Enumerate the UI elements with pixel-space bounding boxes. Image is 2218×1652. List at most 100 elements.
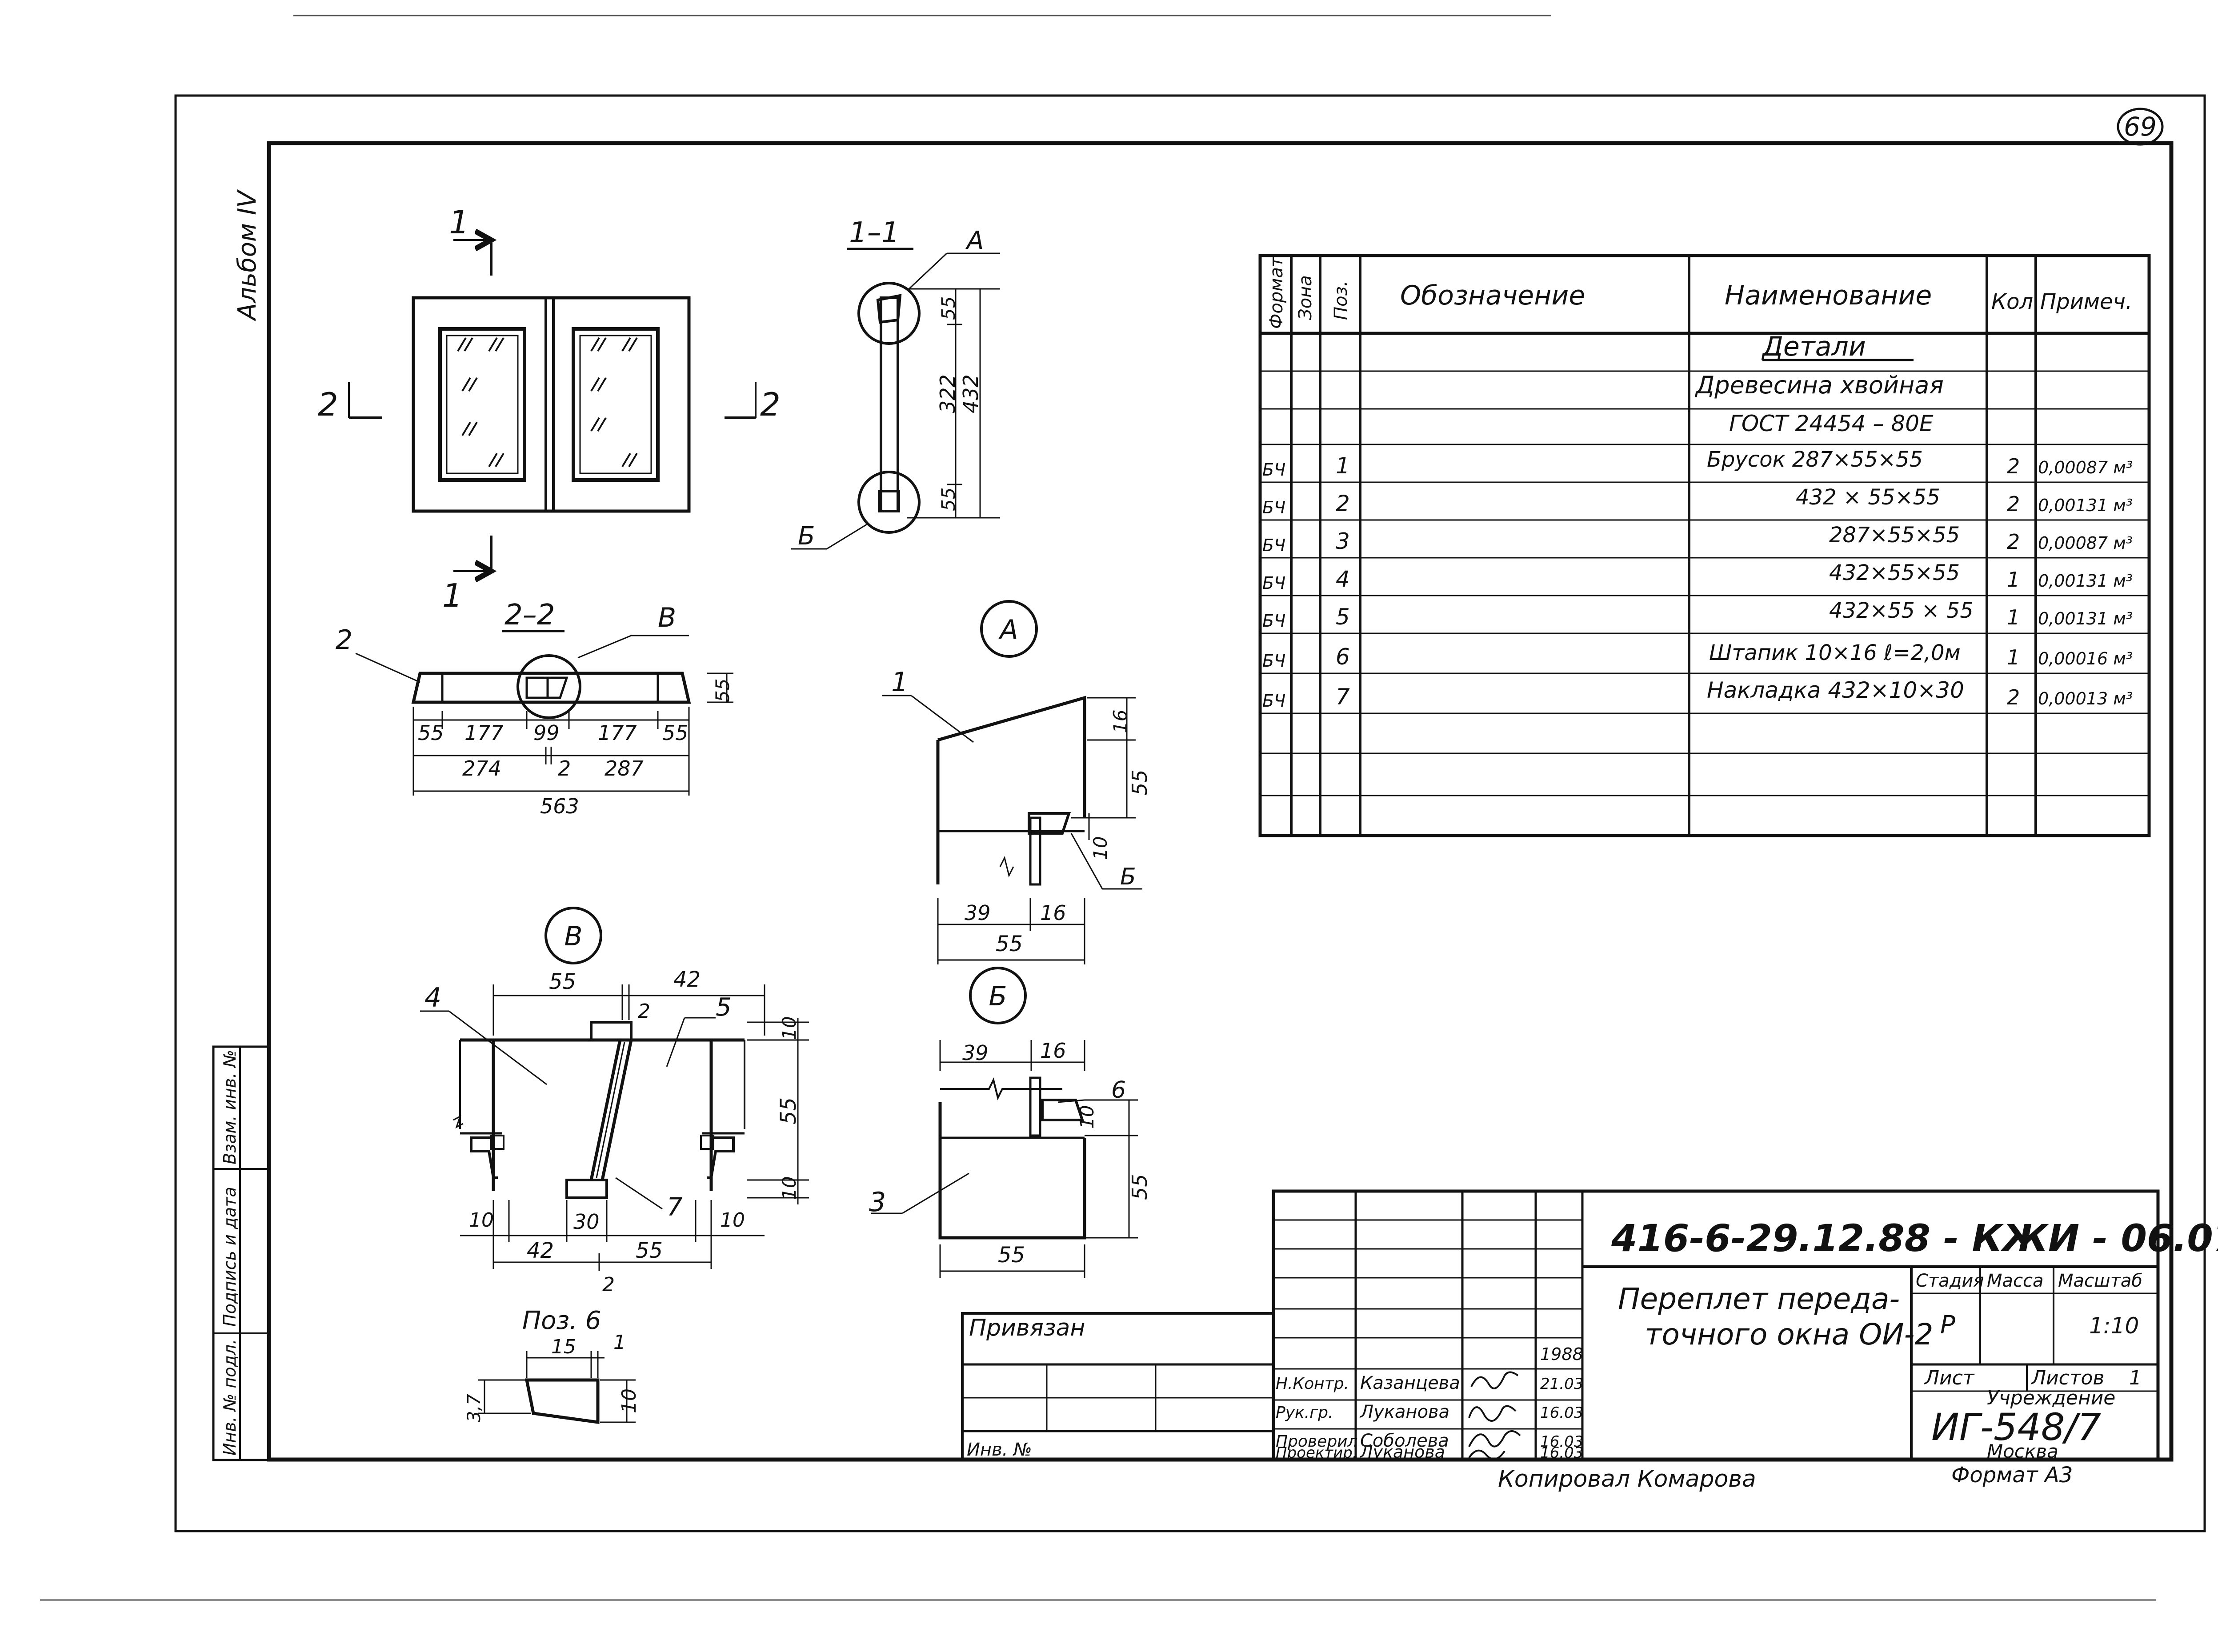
section-1-1: 1–1 [791,216,1000,550]
spec-row: БЧ 1 Брусок 287×55×55 2 0,00087 м³ [1262,447,2133,480]
detail-v-dim-10a: 10 [778,1016,800,1040]
title-block-sheets: 1 [2129,1367,2142,1389]
section-2-2-dim-r1-3: 177 [598,721,637,745]
title-block-year: 1988 [1540,1344,1583,1364]
section-2-2-callout-v: В [658,602,676,633]
signature-4 [1468,1449,1505,1460]
signer-2-role: Рук.гр. [1276,1404,1333,1422]
spec-row-1-name: Брусок 287×55×55 [1707,447,1923,472]
page-number-circle [2117,108,2164,146]
copied-by: Копировал Комарова [1498,1466,1756,1492]
detail-v-dim-55: 55 [549,969,576,994]
detail-a-pos-b: Б [1120,864,1136,890]
spec-row-2-name: 432 × 55×55 [1796,485,1940,510]
spec-row-3-qty: 2 [2007,530,2020,554]
detail-a-label: А [998,614,1018,645]
spec-row-3-pos: 3 [1336,528,1350,554]
spec-table-grid [1258,254,2151,837]
signer-3-date: 16.03 [1540,1433,1583,1451]
pos-6-detail [478,1351,636,1424]
section-2-2-dim-total: 563 [540,794,579,818]
signer-2-name: Луканова [1359,1402,1449,1422]
detail-a-pos-1: 1 [891,667,908,698]
outer-frame [174,94,2206,1532]
spec-row: БЧ 3 287×55×55 2 0,00087 м³ [1262,523,2133,555]
section-2-2-title: 2–2 [504,599,555,632]
detail-a-dim-16b: 16 [1040,901,1066,925]
detail-a-dim-55: 55 [1128,769,1152,796]
pos-6-title: Поз. 6 [522,1306,601,1335]
title-block-scale-label: Масштаб [2058,1271,2142,1291]
spec-row-6-pos: 6 [1336,644,1350,670]
spec-row-3-name: 287×55×55 [1829,523,1960,548]
spec-row-4-note: 0,00131 м³ [2038,571,2133,591]
section-2-2 [355,630,733,796]
spec-row-7-format: БЧ [1262,691,1285,711]
album-label: Альбом IV [233,189,262,321]
detail-v-pos-2: 2 [638,1000,650,1023]
detail-b-dim-16: 16 [1040,1039,1066,1063]
signature-1 [1470,1371,1519,1389]
detail-v-pos-4: 4 [424,982,441,1013]
paper-format: Формат А3 [1951,1463,2073,1488]
spec-row: БЧ 2 432 × 55×55 2 0,00131 м³ [1262,485,2133,517]
signature-3 [1468,1430,1521,1448]
detail-v-dim-2b: 2 [602,1273,615,1296]
section-1-1-callout-a: А [965,226,984,255]
detail-v [420,907,809,1271]
spec-row-2-format: БЧ [1262,498,1285,517]
side-stamp-replace: Взам. инв. № [220,1050,240,1164]
spec-row-7-pos: 7 [1336,684,1350,710]
title-block-org: ИГ-548/7 [1931,1405,2101,1449]
signer-4-name: Луканова [1359,1442,1445,1462]
signer-3-role: Проверил [1276,1432,1358,1451]
spec-header-designation: Обозначение [1400,280,1585,311]
spec-header-zone: Зона [1295,275,1316,320]
cut-1-bottom-label: 1 [442,577,463,614]
spec-row-6-qty: 1 [2007,645,2020,669]
spec-row-7-name: Накладка 432×10×30 [1707,677,1964,703]
spec-row-1-qty: 2 [2007,454,2020,478]
detail-v-dim-55v: 55 [776,1097,801,1124]
spec-row: БЧ 6 Штапик 10×16 ℓ=2,0м 1 0,00016 м³ [1262,640,2133,671]
spec-row-5-note: 0,00131 м³ [2038,609,2133,628]
spec-material-1: Древесина хвойная [1695,371,1944,399]
detail-v-dim-10d: 10 [720,1209,745,1232]
title-block-stage: Р [1940,1311,1955,1340]
signer-1-role: Н.Контр. [1276,1375,1349,1393]
section-1-1-dim-mid: 322 [936,374,960,413]
spec-row-1-pos: 1 [1336,453,1350,479]
spec-row-5-pos: 5 [1336,604,1350,630]
spec-section-title: Детали [1761,331,1866,362]
detail-b-dim-55: 55 [1128,1174,1152,1200]
spec-row-3-note: 0,00087 м³ [2038,533,2133,553]
section-1-1-dim-total: 432 [959,374,983,413]
spec-row: БЧ 4 432×55×55 1 0,00131 м³ [1262,560,2133,593]
side-stamp-inv: Инв. № подл. [220,1339,240,1456]
spec-row: БЧ 7 Накладка 432×10×30 2 0,00013 м³ [1262,677,2133,711]
spec-row-2-note: 0,00131 м³ [2038,496,2133,515]
spec-row-5-qty: 1 [2007,605,2020,629]
pos-6-dim-15: 15 [551,1336,576,1358]
title-block-scale: 1:10 [2089,1313,2139,1339]
spec-header-note: Примеч. [2040,289,2132,314]
spec-row-7-note: 0,00013 м³ [2038,689,2133,708]
section-2-2-dim-height: 55 [712,679,733,702]
signer-4-role: Проектир. [1276,1444,1357,1462]
detail-v-dim-10c: 10 [469,1209,494,1232]
detail-v-label: В [564,921,582,952]
signer-row: Н.Контр. Казанцева 21.03 [1276,1371,1583,1393]
spec-row-2-qty: 2 [2007,492,2020,516]
section-2-2-dim-r1-0: 55 [418,721,444,745]
detail-b-dim-39: 39 [962,1041,989,1065]
section-1-1-title: 1–1 [849,216,899,249]
cut-1-top-label: 1 [449,204,469,241]
spec-row-7-qty: 2 [2007,685,2020,709]
pos-6-dim-10: 10 [618,1388,641,1413]
section-1-1-callout-b: Б [798,522,815,551]
signer-1-name: Казанцева [1360,1373,1460,1393]
spec-row-6-name: Штапик 10×16 ℓ=2,0м [1709,640,1961,665]
detail-b [871,967,1138,1278]
detail-b-pos-3: 3 [869,1187,886,1218]
